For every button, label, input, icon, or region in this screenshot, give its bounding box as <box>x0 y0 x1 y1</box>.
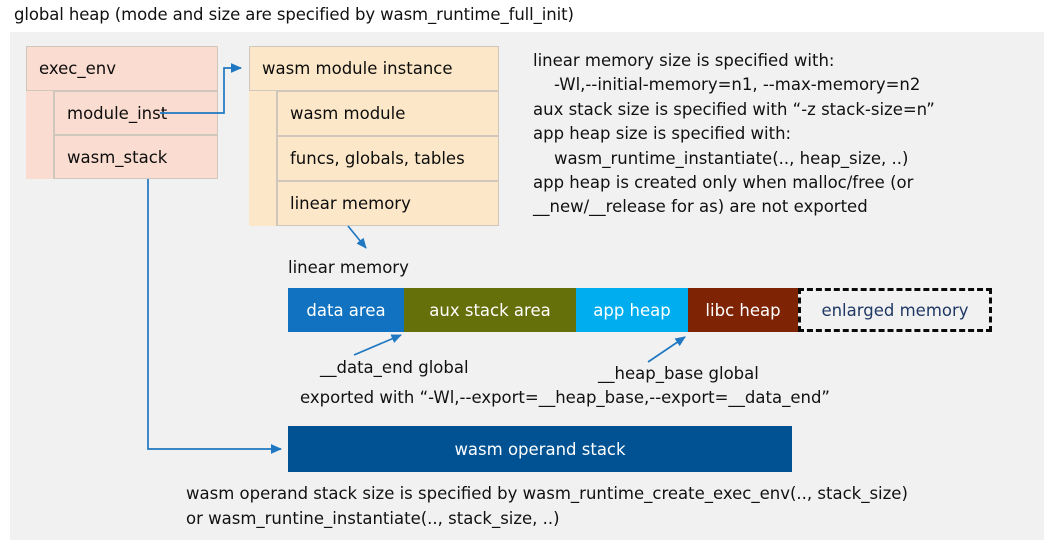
exec-env-gutter <box>26 91 54 179</box>
annotation-data-end-global: __data_end global <box>320 358 469 377</box>
annotation-heap-base-global: __heap_base global <box>598 364 759 383</box>
operand-stack-note: wasm operand stack size is specified by … <box>186 484 908 528</box>
exec-env-title: exec_env <box>26 46 218 91</box>
linear-memory-bar: data area aux stack area app heap libc h… <box>288 288 992 332</box>
wasm-module-instance-title: wasm module instance <box>249 46 499 91</box>
module-instance-field-linear-memory: linear memory <box>277 181 499 226</box>
module-instance-field-wasm-module: wasm module <box>277 91 499 136</box>
exec-env-field-wasm-stack: wasm_stack <box>54 135 218 179</box>
memory-segment-enlarged-memory: enlarged memory <box>798 288 992 332</box>
linear-memory-note: linear memory size is specified with: -W… <box>533 51 935 217</box>
page-title: global heap (mode and size are specified… <box>14 5 574 24</box>
annotation-exported-with: exported with “-Wl,--export=__heap_base,… <box>300 388 830 407</box>
memory-segment-libc-heap: libc heap <box>688 288 798 332</box>
module-instance-field-funcs-globals-tables: funcs, globals, tables <box>277 136 499 181</box>
memory-segment-data-area: data area <box>288 288 404 332</box>
memory-segment-aux-stack-area: aux stack area <box>404 288 576 332</box>
exec-env-field-module-inst: module_inst <box>54 91 218 135</box>
wasm-module-instance-gutter <box>249 91 277 226</box>
wasm-operand-stack-bar: wasm operand stack <box>288 426 792 472</box>
memory-segment-app-heap: app heap <box>576 288 688 332</box>
linear-memory-bar-label: linear memory <box>288 258 409 277</box>
